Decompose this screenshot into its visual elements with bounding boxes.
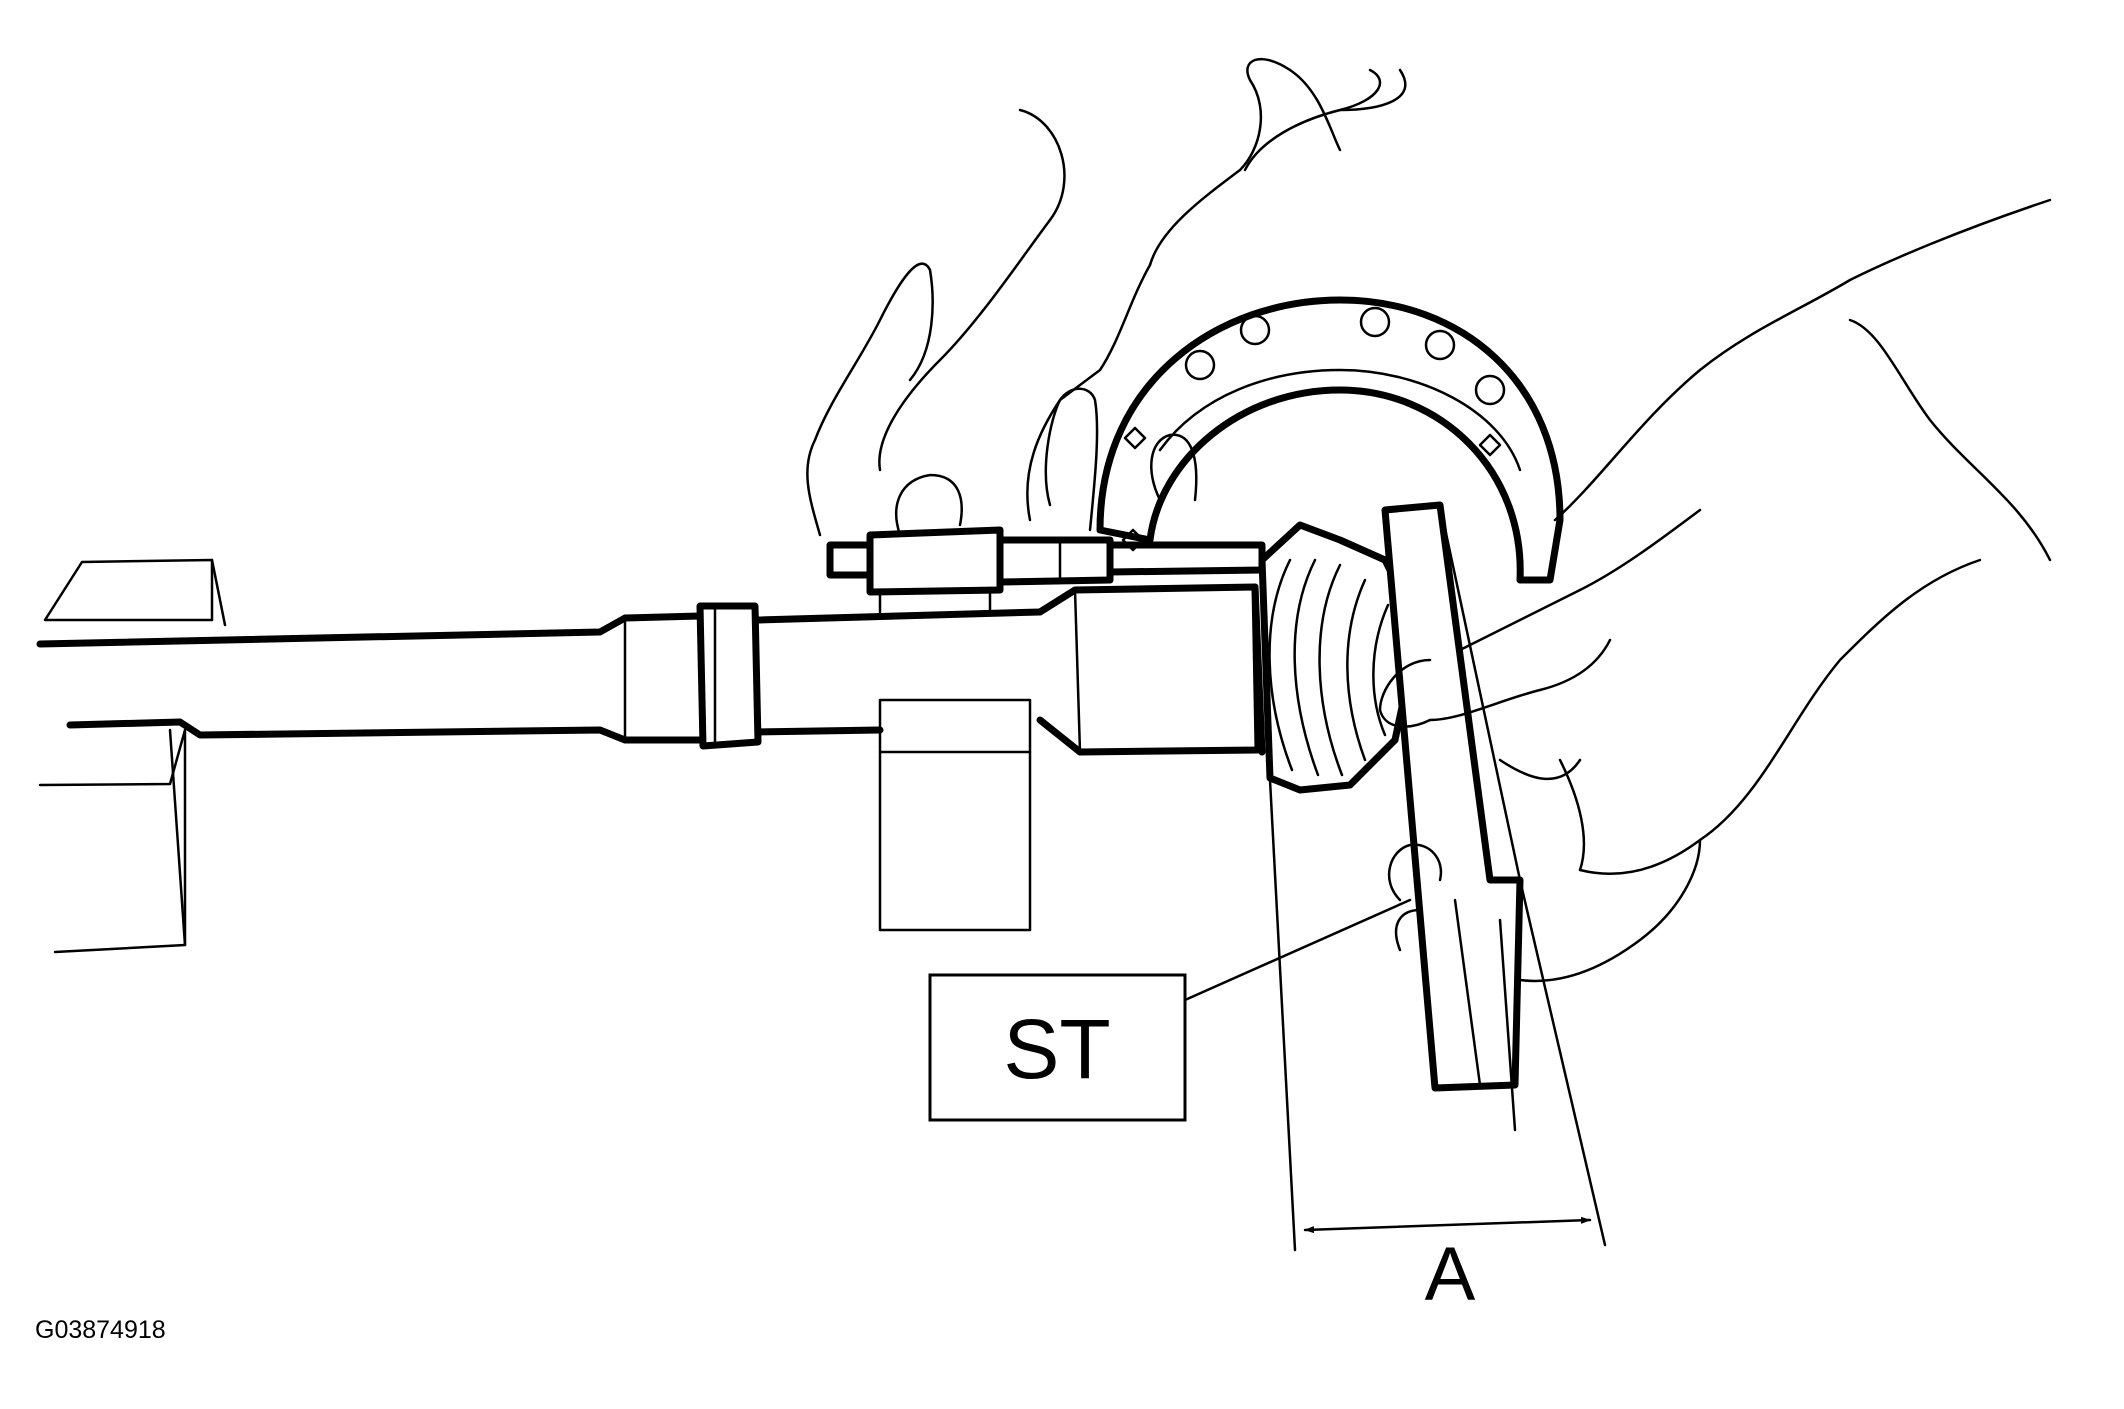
figure-code: G03874918 bbox=[35, 1316, 166, 1344]
pinion-housing bbox=[1036, 583, 1266, 756]
callout-st: ST bbox=[928, 973, 1187, 1122]
dimension-arrow bbox=[1303, 1216, 1592, 1234]
hand-right bbox=[1378, 198, 2052, 983]
dimension-label: A bbox=[1425, 1232, 1476, 1317]
callout-box bbox=[928, 973, 1187, 1122]
drive-shaft bbox=[36, 602, 1044, 750]
callout-label: ST bbox=[1003, 1002, 1110, 1096]
hand-left bbox=[806, 58, 1407, 537]
vise-block bbox=[38, 558, 227, 954]
straight-edge-tool bbox=[1381, 501, 1524, 1092]
gauge-assembly bbox=[826, 526, 1266, 614]
dimension-lines bbox=[1268, 778, 1607, 1252]
support-block bbox=[878, 698, 1032, 932]
ring-bracket bbox=[1096, 296, 1564, 584]
callout-leader bbox=[1183, 898, 1412, 1002]
